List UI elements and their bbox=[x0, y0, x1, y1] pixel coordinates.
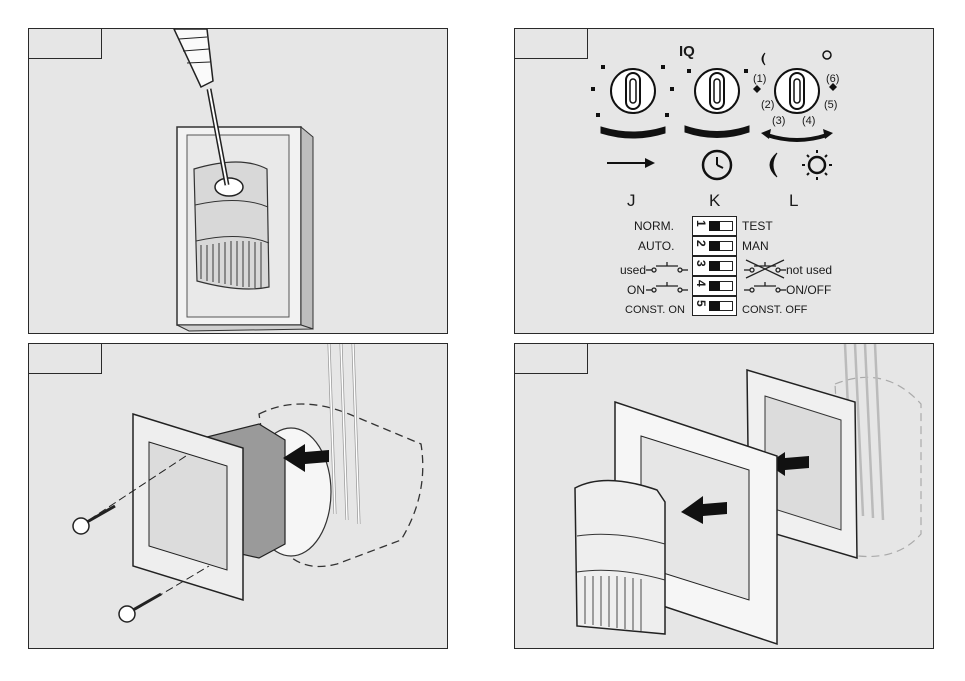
assembly-illustration bbox=[515, 344, 934, 649]
mounting-illustration bbox=[29, 344, 448, 649]
panel-mounting bbox=[28, 343, 448, 649]
screw-icon bbox=[73, 506, 115, 534]
screw-icon bbox=[119, 594, 161, 622]
panel-assembly bbox=[514, 343, 934, 649]
